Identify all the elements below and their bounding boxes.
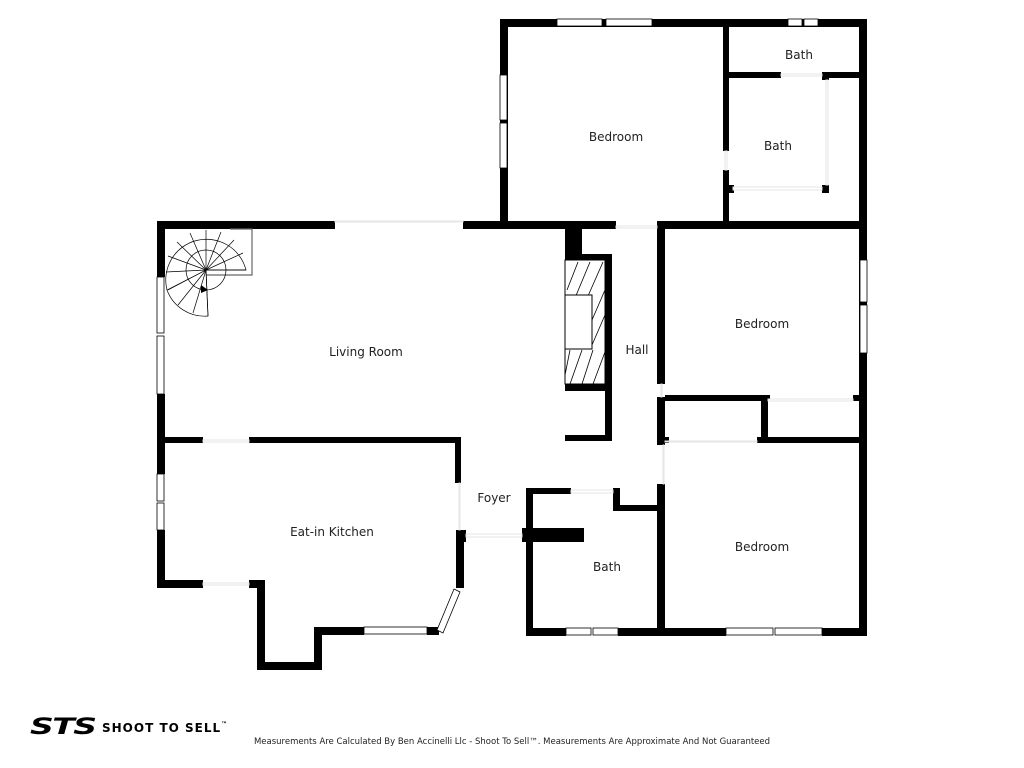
room-label-bath-bottom: Bath — [593, 560, 621, 574]
room-label-bath-top-large: Bath — [764, 139, 792, 153]
room-label-hall: Hall — [625, 343, 648, 357]
room-label-bedroom-bottom: Bedroom — [735, 540, 789, 554]
openings — [202, 73, 854, 586]
windows — [156, 18, 868, 636]
room-label-eat-in-kitchen: Eat-in Kitchen — [290, 525, 374, 539]
sts-logo-mark: STS — [30, 715, 97, 740]
brand-name: SHOOT TO SELL™ — [102, 721, 228, 735]
room-label-foyer: Foyer — [477, 491, 510, 505]
room-label-living-room: Living Room — [329, 345, 403, 359]
room-labels: Bedroom Bath Bath Living Room Hall Bedro… — [290, 48, 813, 574]
room-label-bedroom-top: Bedroom — [589, 130, 643, 144]
spiral-staircase-icon — [165, 228, 253, 317]
brand-logo: STS SHOOT TO SELL™ — [30, 715, 228, 740]
walls — [157, 19, 867, 670]
brand-name-text: SHOOT TO SELL — [102, 720, 222, 735]
room-label-bath-top-small: Bath — [785, 48, 813, 62]
room-label-bedroom-middle: Bedroom — [735, 317, 789, 331]
trademark-symbol: ™ — [221, 720, 229, 728]
fireplace-icon — [564, 259, 606, 385]
measurement-disclaimer: Measurements Are Calculated By Ben Accin… — [253, 737, 771, 747]
